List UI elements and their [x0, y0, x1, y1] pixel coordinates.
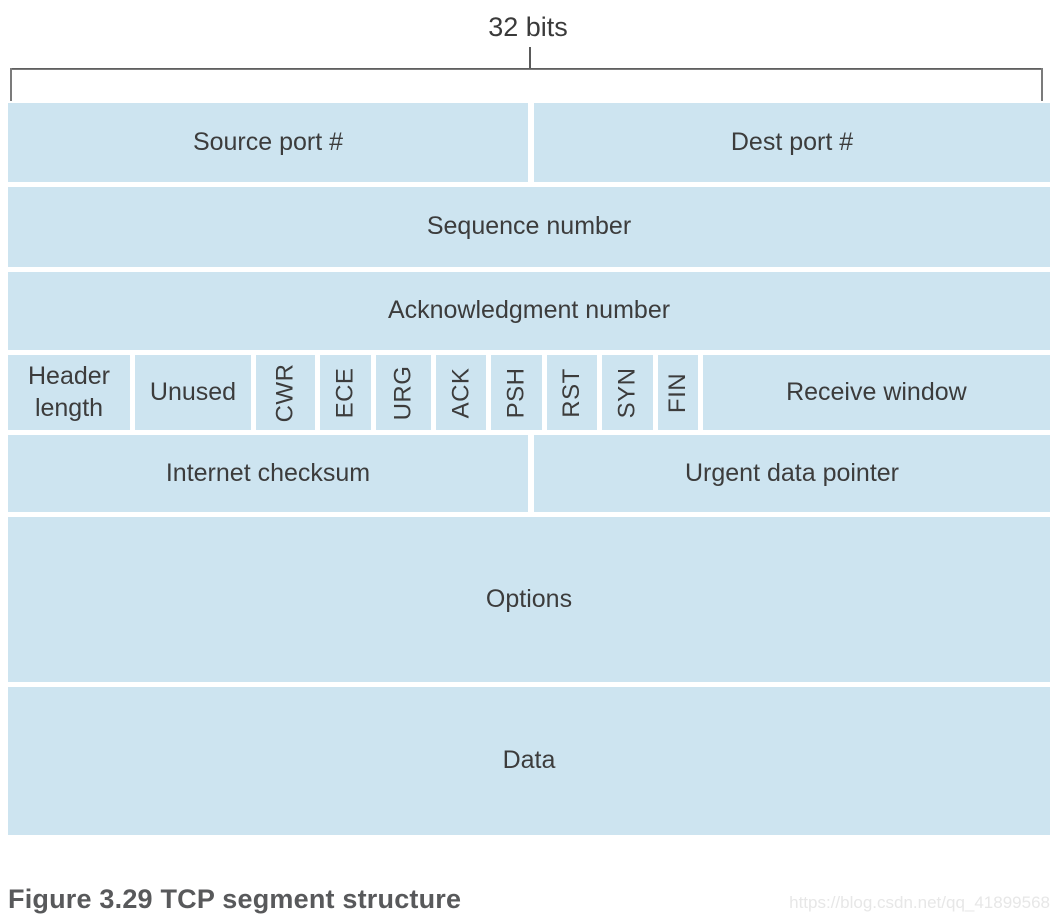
bits-center-tick [529, 47, 531, 68]
cell-unused: Unused [135, 355, 251, 430]
flag-cell-rst: RST [547, 355, 597, 430]
watermark-url: https://blog.csdn.net/qq_41899568 [789, 893, 1050, 912]
cell-urgent-pointer: Urgent data pointer [534, 435, 1050, 512]
flag-cell-ece: ECE [319, 355, 371, 430]
cell-options: Options [8, 517, 1050, 682]
cell-data: Data [8, 687, 1050, 835]
flag-label-psh: PSH [502, 367, 530, 418]
tcp-segment-table: Source port # Dest port # Sequence numbe… [8, 103, 1050, 840]
figure-caption: Figure 3.29 TCP segment structure [8, 884, 462, 914]
flag-label-rst: RST [558, 367, 585, 418]
row-sequence-number: Sequence number [8, 187, 1050, 267]
cell-dest-port: Dest port # [534, 103, 1050, 182]
flag-cell-urg: URG [375, 355, 431, 430]
row-ports: Source port # Dest port # [8, 103, 1050, 182]
flag-label-syn: SYN [613, 367, 641, 418]
flag-cell-psh: PSH [491, 355, 543, 430]
flag-label-fin: FIN [663, 372, 691, 413]
width-bracket-right-tick [1041, 68, 1043, 101]
bits-width-label: 32 bits [488, 12, 568, 42]
width-bracket-left-tick [10, 68, 12, 101]
cell-sequence-number: Sequence number [8, 187, 1050, 267]
flag-cell-syn: SYN [601, 355, 653, 430]
cell-internet-checksum: Internet checksum [8, 435, 528, 512]
flag-cell-fin: FIN [657, 355, 698, 430]
flag-label-ack: ACK [446, 367, 474, 418]
width-bracket-line [10, 68, 1043, 70]
row-data: Data [8, 687, 1050, 835]
flag-label-urg: URG [389, 365, 417, 420]
cell-ack-number: Acknowledgment number [8, 272, 1050, 350]
row-flags: Header length Unused CWR ECE URG ACK PSH… [8, 355, 1050, 430]
flag-cell-ack: ACK [435, 355, 487, 430]
flag-label-ece: ECE [331, 367, 359, 418]
flag-cell-cwr: CWR [256, 355, 315, 430]
cell-receive-window: Receive window [702, 355, 1050, 430]
cell-header-length: Header length [8, 355, 130, 430]
row-checksum-urgent: Internet checksum Urgent data pointer [8, 435, 1050, 512]
row-options: Options [8, 517, 1050, 682]
flag-label-cwr: CWR [271, 363, 299, 422]
row-ack-number: Acknowledgment number [8, 272, 1050, 350]
cell-source-port: Source port # [8, 103, 528, 182]
